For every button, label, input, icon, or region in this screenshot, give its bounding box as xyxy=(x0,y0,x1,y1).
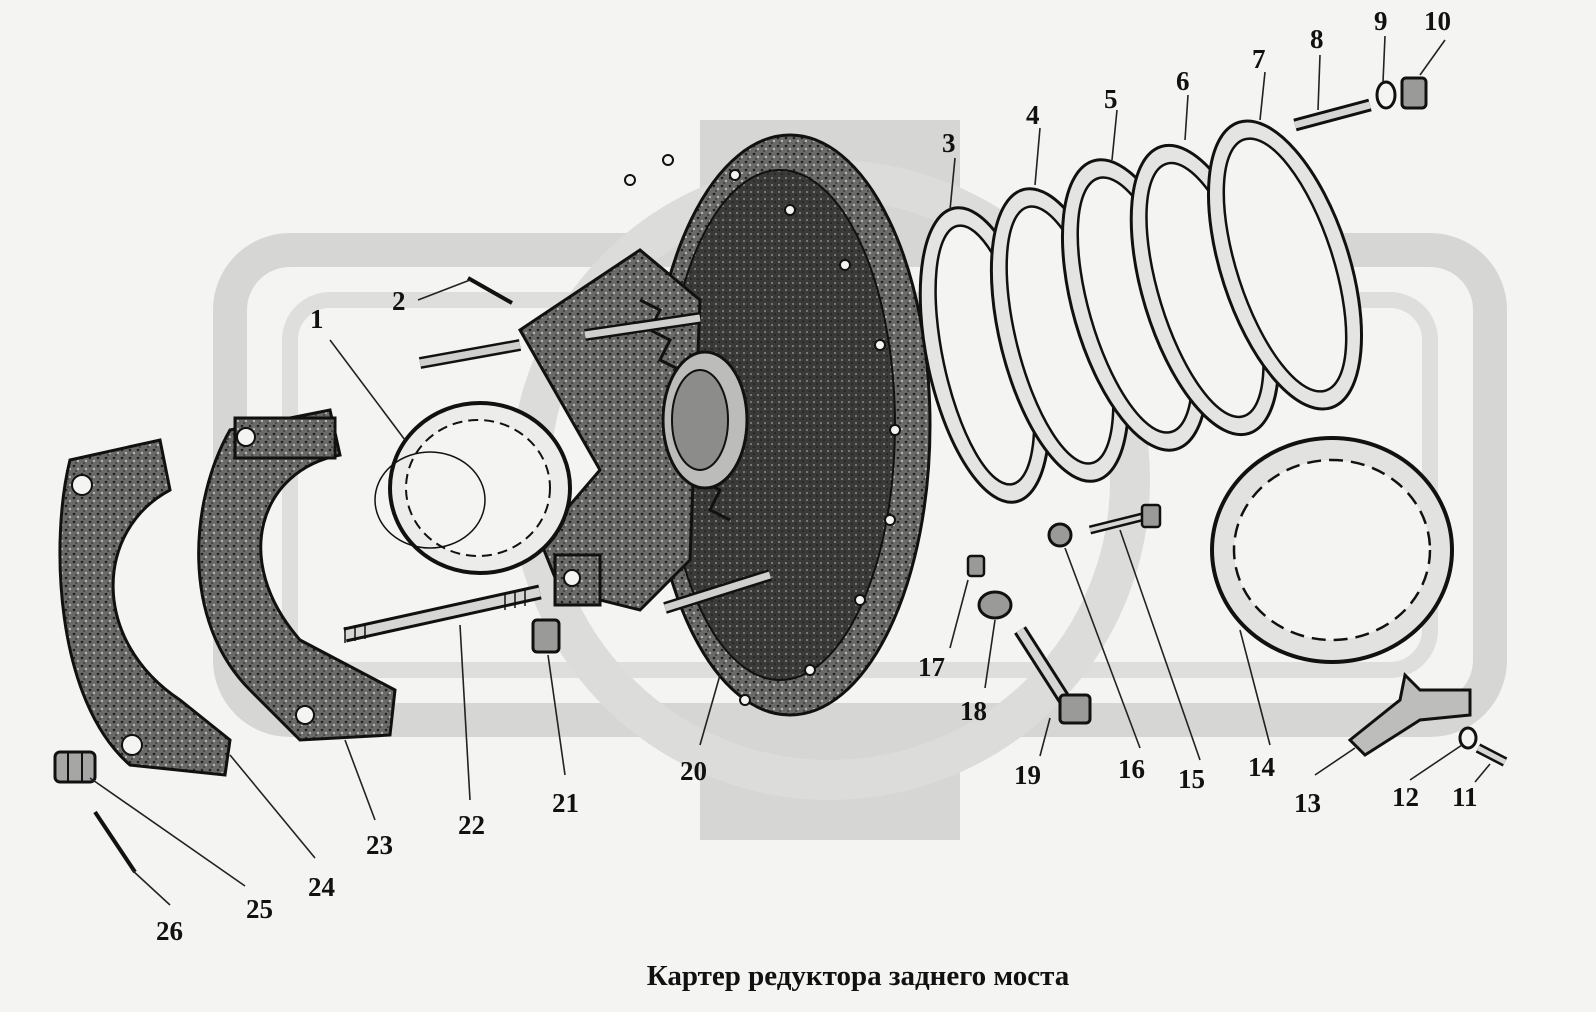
callout-1: 1 xyxy=(310,304,324,334)
callout-8: 8 xyxy=(1310,24,1324,54)
callout-21: 21 xyxy=(552,788,579,818)
callout-12: 12 xyxy=(1392,782,1419,812)
bearing-cap-outer xyxy=(58,438,232,777)
diagram-caption: Картер редуктора заднего моста xyxy=(647,960,1070,992)
gasket-7 xyxy=(1206,119,1364,411)
cotter-pin-top xyxy=(467,276,513,305)
bolt-17 xyxy=(966,554,986,578)
washer-9 xyxy=(1375,80,1397,110)
housing-casing xyxy=(418,133,932,717)
callout-25: 25 xyxy=(246,894,273,924)
bolt-19 xyxy=(1014,626,1092,725)
leader-lines xyxy=(89,35,1491,906)
nut-16 xyxy=(1047,522,1073,548)
callout-24: 24 xyxy=(308,872,335,902)
callout-16: 16 xyxy=(1118,754,1145,784)
callout-15: 15 xyxy=(1178,764,1205,794)
callout-7: 7 xyxy=(1252,44,1266,74)
callout-17: 17 xyxy=(918,652,945,682)
bearing-cap-inner xyxy=(197,408,397,742)
callout-14: 14 xyxy=(1248,752,1275,782)
callout-4: 4 xyxy=(1026,100,1040,130)
callout-2: 2 xyxy=(392,286,406,316)
callout-3: 3 xyxy=(942,128,956,158)
long-stud xyxy=(343,584,542,643)
callout-10: 10 xyxy=(1424,6,1451,36)
callout-9: 9 xyxy=(1374,6,1388,36)
callout-23: 23 xyxy=(366,830,393,860)
washer-12 xyxy=(1458,726,1478,750)
callout-6: 6 xyxy=(1176,66,1190,96)
bolt-11 xyxy=(1475,743,1508,767)
bracket-13 xyxy=(1347,671,1472,757)
nut-21 xyxy=(531,618,561,654)
castle-nut xyxy=(53,750,97,784)
nut-18 xyxy=(977,590,1013,620)
callout-13: 13 xyxy=(1294,788,1321,818)
cotter-pin xyxy=(93,810,137,874)
callout-labels: 1 2 3 4 5 6 7 8 9 10 11 12 13 14 15 16 1… xyxy=(156,6,1478,946)
callout-22: 22 xyxy=(458,810,485,840)
bolt-15 xyxy=(1088,503,1162,535)
flange-holes xyxy=(624,154,901,706)
callout-11: 11 xyxy=(1452,782,1478,812)
callout-20: 20 xyxy=(680,756,707,786)
nut-10 xyxy=(1400,76,1428,110)
callout-19: 19 xyxy=(1014,760,1041,790)
callout-18: 18 xyxy=(960,696,987,726)
callout-26: 26 xyxy=(156,916,183,946)
splined-ring-left xyxy=(374,401,572,575)
stud-8 xyxy=(1293,98,1372,132)
splined-ring-right xyxy=(1210,436,1454,664)
callout-5: 5 xyxy=(1104,84,1118,114)
